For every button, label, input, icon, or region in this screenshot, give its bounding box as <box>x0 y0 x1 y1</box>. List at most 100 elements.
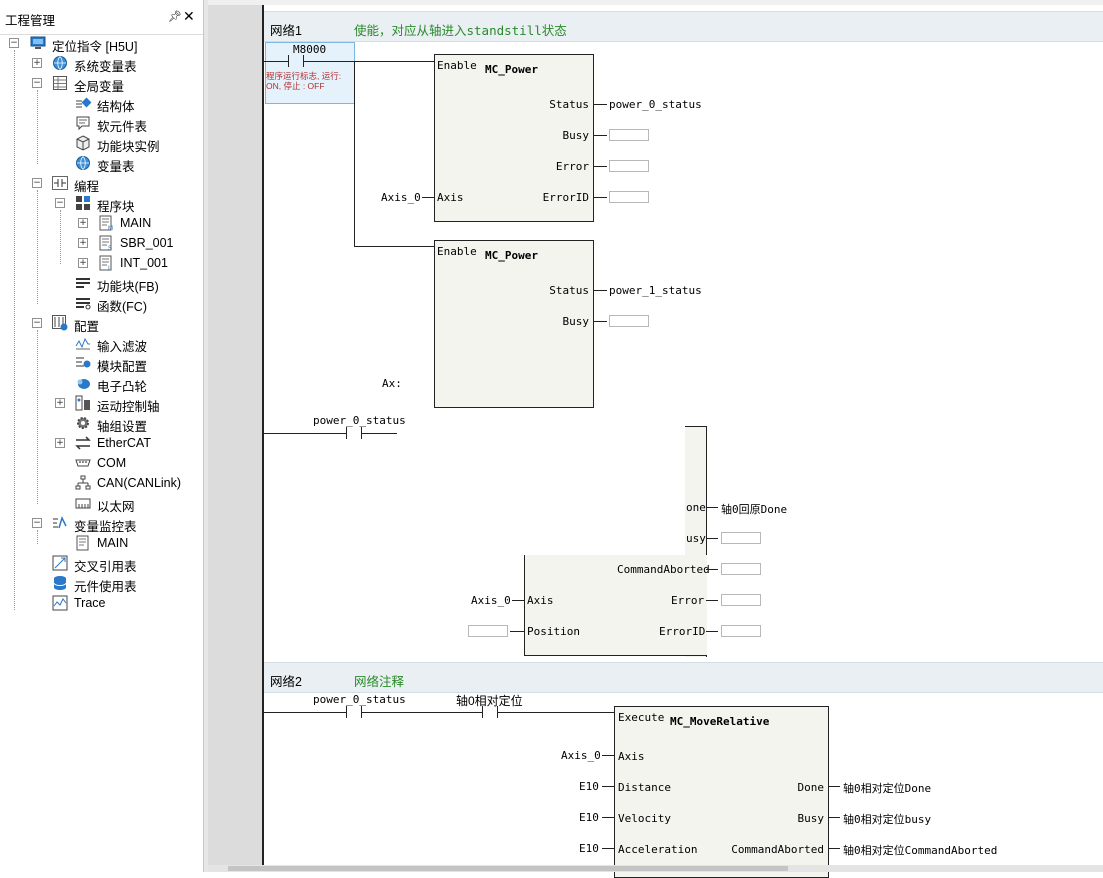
errorid-pin: ErrorID <box>659 625 706 638</box>
busy-output-var[interactable]: 轴0相对定位busy <box>843 813 932 826</box>
axis-pin: Axis <box>618 750 645 763</box>
axis-input-var[interactable]: Axis_0 <box>381 191 421 204</box>
svg-text:S: S <box>108 246 112 252</box>
status-output-var[interactable]: power_0_status <box>609 98 702 111</box>
cross-reference-icon <box>52 555 68 571</box>
network-2-comment[interactable]: 网络注释 <box>354 674 405 689</box>
project-manager-panel: 工程管理 📌︎ ✕ − + − − − + + + − + + − 定位指令 [… <box>0 0 204 872</box>
m8000-contact-selection[interactable] <box>265 42 355 104</box>
axis-pin: Axis <box>437 191 464 204</box>
axis-partial-label: Ax: <box>382 377 402 390</box>
tree-expand-toggle[interactable]: + <box>78 238 88 248</box>
close-icon[interactable]: ✕ <box>183 8 195 24</box>
wire <box>303 61 434 62</box>
blocks-icon <box>76 196 90 210</box>
program-file-icon: M <box>99 215 113 232</box>
scrollbar-thumb[interactable] <box>228 866 788 871</box>
horizontal-scrollbar[interactable] <box>208 865 1103 872</box>
gear-icon <box>77 417 89 429</box>
axis0-relative-contact[interactable] <box>482 706 498 718</box>
wire <box>593 197 607 198</box>
module-config-icon <box>76 357 91 368</box>
wire <box>497 712 615 713</box>
distance-pin: Distance <box>618 781 671 794</box>
error-output-empty[interactable] <box>609 160 649 172</box>
mc-power-block-2[interactable]: Enable MC_Power Status Busy <box>434 240 594 408</box>
wire <box>264 433 346 434</box>
mc-power-block-2-viewport: Enable MC_Power Status Busy power_1_stat… <box>434 240 702 408</box>
enable-pin: Enable <box>437 245 477 258</box>
panel-header: 工程管理 📌︎ ✕ <box>0 0 203 35</box>
wire <box>706 507 718 508</box>
wire <box>593 290 607 291</box>
left-power-rail <box>262 5 264 865</box>
error-output-empty[interactable] <box>721 594 761 606</box>
done-output-var[interactable]: 轴0回原Done <box>721 503 788 516</box>
error-pin: Error <box>555 160 589 173</box>
wire <box>361 712 482 713</box>
network-2-header[interactable]: 网络2 网络注释 <box>264 662 1103 693</box>
wire <box>264 712 346 713</box>
busy-output-empty[interactable] <box>609 129 649 141</box>
execute-pin: Execute <box>618 711 665 724</box>
status-pin: Status <box>549 98 589 111</box>
axis-input-var[interactable]: Axis_0 <box>471 594 511 607</box>
homing-block[interactable] <box>524 555 707 656</box>
distance-input-var[interactable]: E10 <box>579 780 599 793</box>
errorid-output-empty[interactable] <box>721 625 761 637</box>
trace-chart-icon <box>52 595 68 611</box>
editor-top-strip <box>208 0 1103 5</box>
wire <box>706 569 718 570</box>
busy-output-empty[interactable] <box>721 532 761 544</box>
pin-icon[interactable]: 📌︎ <box>168 11 182 23</box>
wire <box>602 848 614 849</box>
tree-expand-toggle[interactable]: + <box>55 438 65 448</box>
power0-contact[interactable] <box>346 427 362 439</box>
position-pin: Position <box>527 625 580 638</box>
tree-collapse-toggle[interactable]: − <box>55 198 65 208</box>
tree-expand-toggle[interactable]: + <box>32 58 42 68</box>
wire <box>828 817 840 818</box>
tree-expand-toggle[interactable]: + <box>55 398 65 408</box>
tree-collapse-toggle[interactable]: − <box>32 518 42 528</box>
struct-icon <box>76 97 92 108</box>
tree-expand-toggle[interactable]: + <box>78 258 88 268</box>
function-icon <box>76 298 91 310</box>
acceleration-pin: Acceleration <box>618 843 698 856</box>
panel-title: 工程管理 <box>5 14 56 28</box>
tree-collapse-toggle[interactable]: − <box>32 78 42 88</box>
power0-contact[interactable] <box>346 706 362 718</box>
tree-collapse-toggle[interactable]: − <box>32 178 42 188</box>
ethercat-icon <box>75 436 91 450</box>
tree-collapse-toggle[interactable]: − <box>32 318 42 328</box>
splitter[interactable] <box>204 0 208 872</box>
acceleration-input-var[interactable]: E10 <box>579 842 599 855</box>
busy-output-empty[interactable] <box>609 315 649 327</box>
status-output-var[interactable]: power_1_status <box>609 284 702 297</box>
errorid-output-empty[interactable] <box>609 191 649 203</box>
aborted-output-empty[interactable] <box>721 563 761 575</box>
position-input-empty[interactable] <box>468 625 508 637</box>
database-icon <box>53 576 67 590</box>
wire <box>602 786 614 787</box>
wire <box>510 631 524 632</box>
network-1-header[interactable]: 网络1 使能，对应从轴进入standstill状态 <box>264 11 1103 42</box>
mc-power-block-1[interactable]: Enable MC_Power Status Busy Error ErrorI… <box>434 54 594 222</box>
globe-icon <box>53 56 67 70</box>
velocity-input-var[interactable]: E10 <box>579 811 599 824</box>
waveform-icon <box>75 337 90 350</box>
network-1-comment[interactable]: 使能，对应从轴进入standstill状态 <box>354 23 567 38</box>
done-output-var[interactable]: 轴0相对定位Done <box>843 782 932 795</box>
tree-collapse-toggle[interactable]: − <box>9 38 19 48</box>
axis-input-var[interactable]: Axis_0 <box>561 749 601 762</box>
axis-pin: Axis <box>527 594 554 607</box>
m8000-contact[interactable] <box>288 55 304 67</box>
velocity-pin: Velocity <box>618 812 671 825</box>
mc-moverelative-block[interactable]: Execute MC_MoveRelative Axis Distance Ve… <box>614 706 829 878</box>
wire <box>264 61 288 62</box>
function-block-icon <box>76 278 90 288</box>
tree-expand-toggle[interactable]: + <box>78 218 88 228</box>
aborted-output-var[interactable]: 轴0相对定位CommandAborted <box>843 844 998 857</box>
power0-contact-label: power_0_status <box>313 414 406 427</box>
ladder-editor[interactable]: 网络1 使能，对应从轴进入standstill状态 M8000 程序运行标志, … <box>208 0 1103 878</box>
